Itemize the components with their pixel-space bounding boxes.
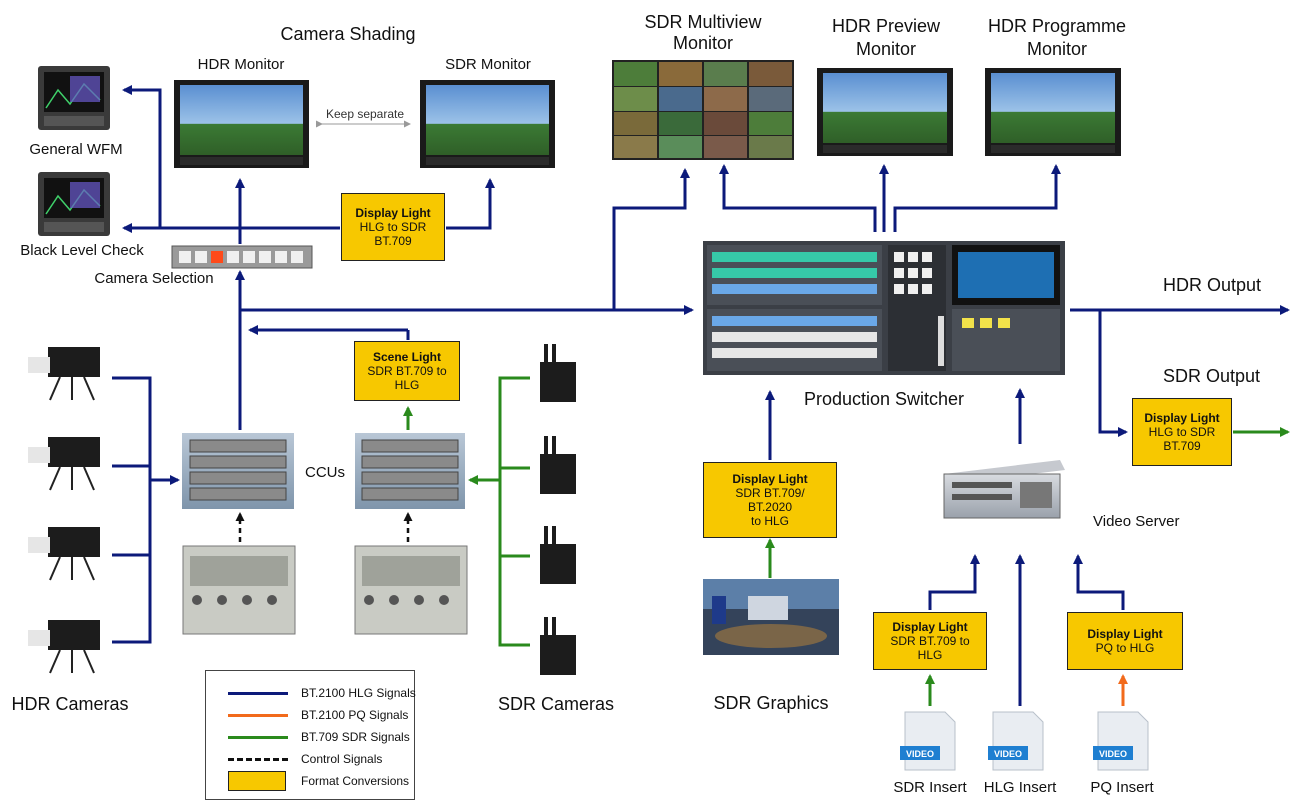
hdr-programme-monitor-label-1: HDR Programme <box>987 16 1127 36</box>
hdr-preview-monitor-label-2: Monitor <box>855 39 917 59</box>
control-signal-lines <box>235 512 413 542</box>
operational-control-panel-icon <box>182 545 296 635</box>
conversion-line: HLG to SDR <box>359 220 427 234</box>
legend-swatch-conversion <box>228 771 286 791</box>
legend-item-conversion: Format Conversions <box>206 771 414 791</box>
multiview-monitor-icon <box>612 60 794 160</box>
legend-label: BT.2100 PQ Signals <box>301 708 409 722</box>
conversion-box-output-hlg-to-sdr: Display Light HLG to SDR BT.709 <box>1132 398 1232 466</box>
sdr-camera-icon <box>540 526 576 584</box>
legend-item-control: Control Signals <box>206 749 414 769</box>
conversion-line: SDR BT.709 to <box>890 634 970 648</box>
sdr-multiview-monitor-label-1: SDR Multiview <box>644 12 762 32</box>
legend-swatch-hlg <box>228 692 288 695</box>
hdr-programme-monitor-icon <box>985 68 1121 156</box>
ccus-label: CCUs <box>305 464 345 481</box>
hlg-insert-label: HLG Insert <box>983 779 1057 796</box>
conversion-line: PQ to HLG <box>1095 641 1155 655</box>
waveform-monitor-icon <box>38 172 110 236</box>
video-tag: VIDEO <box>906 749 934 759</box>
hlg-signal-lines <box>112 85 1290 706</box>
keep-separate-label: Keep separate <box>325 107 405 121</box>
sdr-camera-icon <box>540 617 576 675</box>
sdr-insert-label: SDR Insert <box>893 779 967 796</box>
hdr-preview-monitor-icon <box>817 68 953 156</box>
hdr-cameras-label: HDR Cameras <box>11 694 129 714</box>
legend-item-hlg: BT.2100 HLG Signals <box>206 683 416 703</box>
legend-label: BT.709 SDR Signals <box>301 730 410 744</box>
hdr-monitor-label: HDR Monitor <box>197 56 285 73</box>
sdr-signal-lines <box>403 376 1290 706</box>
video-file-icon: VIDEO <box>900 711 956 771</box>
legend-label: Control Signals <box>301 752 383 766</box>
production-switcher-label: Production Switcher <box>803 389 965 409</box>
sdr-graphics-image <box>703 579 839 655</box>
legend-label: BT.2100 HLG Signals <box>301 686 416 700</box>
conversion-box-graphics-sdr-to-hlg: Display Light SDR BT.709/ BT.2020 to HLG <box>703 462 837 538</box>
conversion-box-sdr-insert-to-hlg: Display Light SDR BT.709 to HLG <box>873 612 987 670</box>
hdr-programme-monitor-label-2: Monitor <box>1026 39 1088 59</box>
camera-shading-label: Camera Shading <box>280 24 416 44</box>
conversion-line: BT.2020 <box>747 500 793 514</box>
hdr-monitor-icon <box>174 80 309 168</box>
hdr-camera-icon <box>28 527 100 581</box>
legend-item-pq: BT.2100 PQ Signals <box>206 705 414 725</box>
conversion-line: HLG <box>917 648 943 662</box>
video-server-icon <box>943 460 1065 519</box>
conversion-line: SDR BT.709/ <box>735 486 805 500</box>
pq-insert-label: PQ Insert <box>1090 779 1154 796</box>
hdr-preview-monitor-label-1: HDR Preview <box>831 16 941 36</box>
sdr-graphics-label: SDR Graphics <box>713 693 829 713</box>
production-switcher-icon <box>703 241 1065 375</box>
conversion-title: Display Light <box>732 472 808 486</box>
conversion-box-display-hlg-to-sdr: Display Light HLG to SDR BT.709 <box>341 193 445 261</box>
conversion-title: Display Light <box>1087 627 1163 641</box>
conversion-box-scene-sdr-to-hlg: Scene Light SDR BT.709 to HLG <box>354 341 460 401</box>
conversion-title: Display Light <box>1144 411 1220 425</box>
hdr-output-label: HDR Output <box>1163 275 1262 295</box>
hdr-camera-icon <box>28 347 100 401</box>
legend-swatch-sdr <box>228 736 288 739</box>
conversion-line: BT.709 <box>1163 439 1201 453</box>
conversion-title: Scene Light <box>372 350 441 364</box>
sdr-multiview-monitor-label-2: Monitor <box>672 33 734 53</box>
conversion-line: HLG <box>394 378 420 392</box>
video-tag: VIDEO <box>1099 749 1127 759</box>
sdr-camera-icon <box>540 344 576 402</box>
video-file-icon: VIDEO <box>1093 711 1149 771</box>
video-tag: VIDEO <box>994 749 1022 759</box>
legend-swatch-control <box>228 758 288 761</box>
legend: BT.2100 HLG Signals BT.2100 PQ Signals B… <box>205 670 416 800</box>
waveform-monitor-icon <box>38 66 110 130</box>
operational-control-panel-icon <box>354 545 468 635</box>
sdr-monitor-label: SDR Monitor <box>445 56 531 73</box>
sdr-monitor-icon <box>420 80 555 168</box>
legend-label: Format Conversions <box>301 774 410 788</box>
sdr-cameras-label: SDR Cameras <box>497 694 615 714</box>
legend-swatch-pq <box>228 714 288 717</box>
hdr-camera-icon <box>28 437 100 491</box>
legend-item-sdr: BT.709 SDR Signals <box>206 727 414 747</box>
ccu-rack-icon <box>182 433 294 509</box>
conversion-title: Display Light <box>892 620 968 634</box>
conversion-line: BT.709 <box>374 234 412 248</box>
black-level-check-label: Black Level Check <box>20 242 144 259</box>
general-wfm-label: General WFM <box>29 141 123 158</box>
conversion-line: SDR BT.709 to <box>367 364 447 378</box>
ccu-rack-icon <box>355 433 465 509</box>
video-server-label: Video Server <box>1093 513 1180 530</box>
camera-selection-label: Camera Selection <box>94 270 214 287</box>
conversion-line: to HLG <box>750 514 789 528</box>
sdr-camera-icon <box>540 436 576 494</box>
conversion-box-pq-to-hlg: Display Light PQ to HLG <box>1067 612 1183 670</box>
hdr-camera-icon <box>28 620 100 674</box>
video-file-icon: VIDEO <box>988 711 1044 771</box>
sdr-output-label: SDR Output <box>1163 366 1261 386</box>
conversion-title: Display Light <box>355 206 431 220</box>
camera-selection-panel-icon <box>171 245 313 269</box>
conversion-line: HLG to SDR <box>1148 425 1216 439</box>
